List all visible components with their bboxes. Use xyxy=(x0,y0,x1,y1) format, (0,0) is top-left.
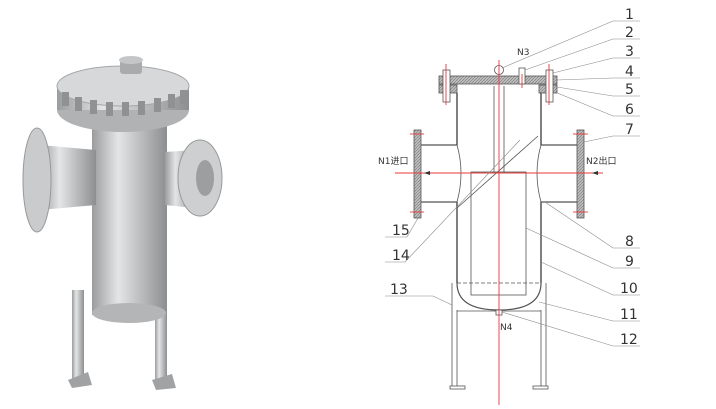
filter-photo xyxy=(22,56,223,390)
inlet-label-n1: N1进口 xyxy=(378,156,408,167)
photo-body xyxy=(92,110,167,315)
photo-leg xyxy=(72,290,84,385)
part-number-labels: 1 2 3 4 5 6 7 8 9 10 11 12 13 14 15 xyxy=(390,7,638,348)
part-number: 1 xyxy=(625,7,634,23)
inlet-flange xyxy=(413,129,422,219)
photo-inlet-flange xyxy=(22,127,52,233)
part-number: 5 xyxy=(625,82,634,98)
part-number: 14 xyxy=(392,248,410,264)
cover-plate xyxy=(438,75,558,85)
part-number: 11 xyxy=(620,307,638,323)
bolt-left xyxy=(442,69,451,103)
part-number: 2 xyxy=(625,25,634,41)
drain-label-n4: N4 xyxy=(500,323,513,333)
centerlines xyxy=(395,60,603,405)
part-number: 12 xyxy=(620,332,638,348)
baffle-plate xyxy=(456,135,539,209)
part-number: 8 xyxy=(625,234,634,250)
part-number: 10 xyxy=(620,281,638,297)
part-number: 7 xyxy=(625,122,634,138)
technical-drawing xyxy=(385,20,640,405)
bolt-right xyxy=(545,69,554,103)
vent-label-n3: N3 xyxy=(517,48,529,58)
outlet-label-n2: N2出口 xyxy=(586,155,616,167)
part-number: 9 xyxy=(625,254,634,270)
part-number: 15 xyxy=(392,223,410,239)
outlet-flange xyxy=(576,129,585,219)
part-number: 4 xyxy=(625,64,634,80)
part-number: 13 xyxy=(390,282,408,298)
leader-lines xyxy=(385,20,640,347)
part-number: 6 xyxy=(625,102,634,118)
filter-basket xyxy=(470,171,527,296)
photo-inlet-nozzle xyxy=(40,145,96,210)
part-number: 3 xyxy=(625,44,634,60)
